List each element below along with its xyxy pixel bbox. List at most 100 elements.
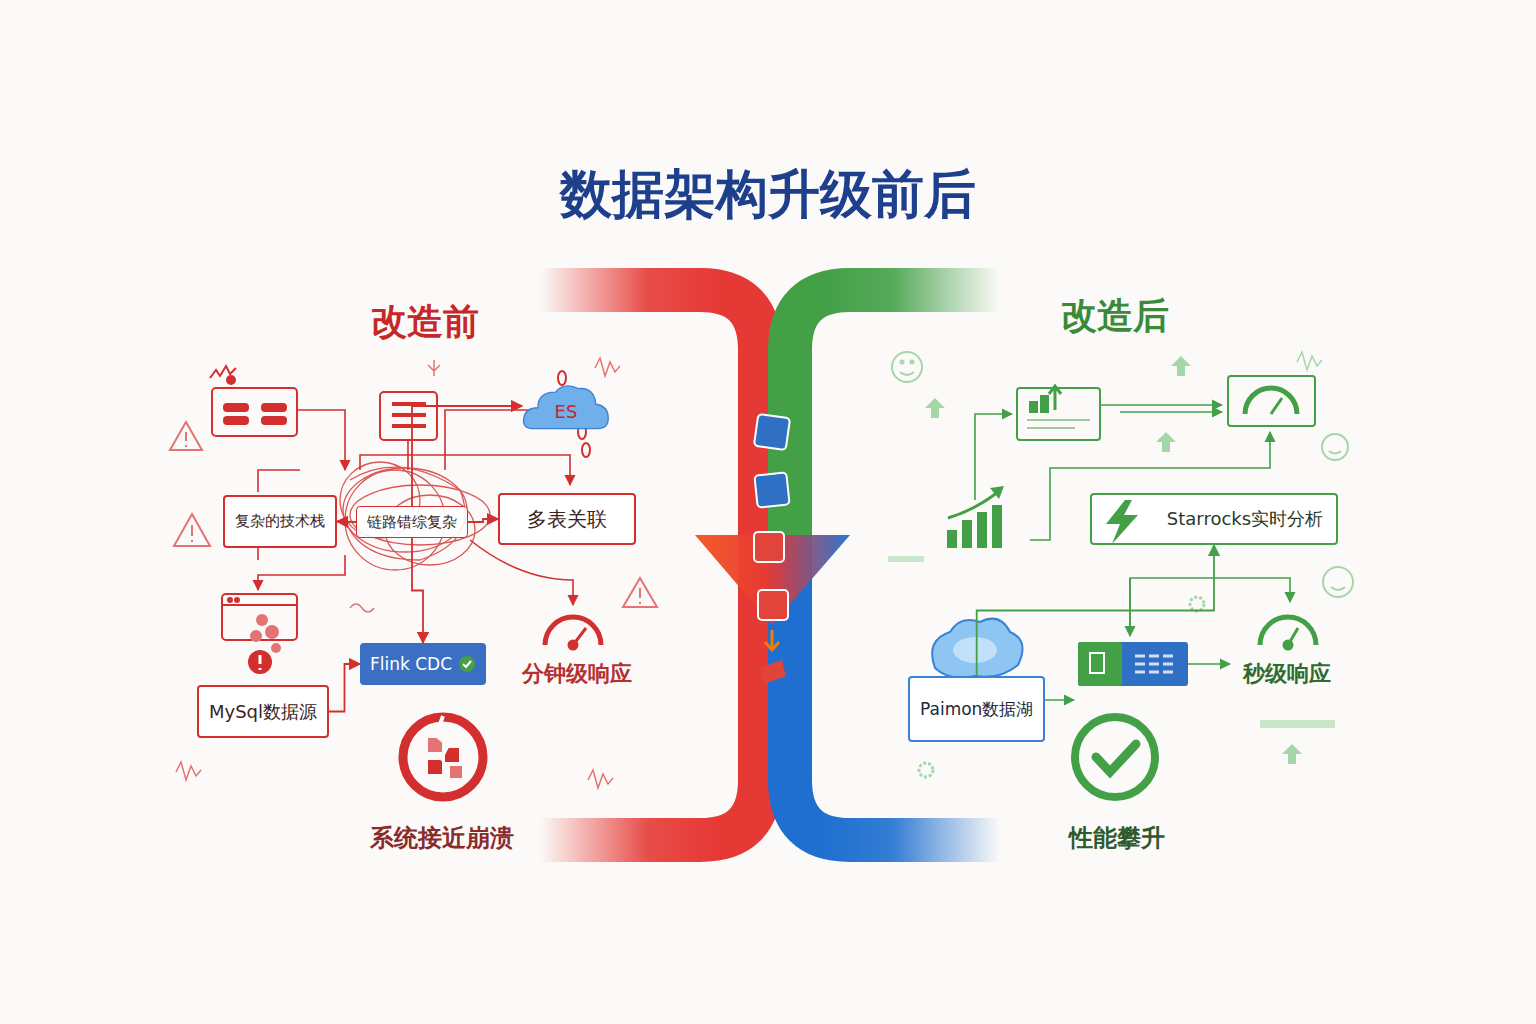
node-text: Paimon数据湖 xyxy=(920,698,1033,721)
gears xyxy=(1190,597,1204,611)
db-icon-box xyxy=(224,404,248,411)
node-text: 链路错综复杂 xyxy=(367,513,457,532)
warning-signs xyxy=(174,514,210,546)
chart-box xyxy=(1017,388,1100,440)
slow-gauge xyxy=(570,642,576,648)
up-arrows xyxy=(1156,432,1176,452)
gears xyxy=(919,352,1322,777)
tangle-wires xyxy=(470,540,573,605)
check-icon xyxy=(1096,744,1136,772)
check-badge xyxy=(458,655,476,673)
data-panel xyxy=(1090,653,1104,673)
db-icon-box xyxy=(210,366,297,436)
crash-icon xyxy=(428,760,442,774)
up-arrows xyxy=(1260,720,1335,728)
up-arrows xyxy=(925,398,945,418)
node-text: Flink CDC xyxy=(370,654,452,674)
bar-chart xyxy=(947,530,957,548)
tangle-wires xyxy=(258,470,300,492)
error-browser xyxy=(248,650,272,674)
node-text: Starrocks实时分析 xyxy=(1167,507,1323,531)
check-mark xyxy=(463,661,471,667)
trend-wires xyxy=(1100,404,1222,406)
db-icon-box xyxy=(227,376,235,384)
error-browser xyxy=(222,594,297,674)
lightning-bolt xyxy=(1106,500,1138,544)
gauge-box xyxy=(1228,376,1315,426)
tangle-box: 链路错综复杂 xyxy=(356,506,468,538)
bar-chart xyxy=(948,492,998,518)
smileys xyxy=(892,352,922,382)
after-band xyxy=(790,290,1000,540)
label-text: 改造后 xyxy=(1061,292,1169,341)
connector xyxy=(412,406,522,506)
es-chain xyxy=(582,443,590,457)
chart-box xyxy=(1041,396,1048,412)
connector xyxy=(412,538,423,643)
crash-icon xyxy=(436,716,448,760)
connector xyxy=(329,664,360,712)
data-cubes xyxy=(754,532,784,562)
trend-wires xyxy=(1129,578,1131,636)
data-panel xyxy=(1078,642,1188,686)
db-icon-box xyxy=(224,417,248,424)
label-text: 改造前 xyxy=(371,298,479,347)
up-arrows xyxy=(1171,356,1191,376)
noise-squiggles xyxy=(176,358,620,788)
warning-signs xyxy=(185,432,187,447)
bar-chart xyxy=(977,512,987,548)
trend-wires xyxy=(1040,699,1074,701)
noise-squiggles xyxy=(176,762,201,780)
node-text: ES xyxy=(555,401,578,422)
smileys xyxy=(1323,567,1353,597)
error-browser xyxy=(250,630,262,642)
warning-signs xyxy=(639,588,641,604)
data-cubes xyxy=(765,630,779,650)
bar-chart xyxy=(888,486,1004,562)
data-panel xyxy=(1078,642,1188,686)
gauge-box xyxy=(1228,376,1315,426)
node-text: MySql数据源 xyxy=(209,700,317,724)
join-box: 多表关联 xyxy=(498,493,636,545)
list-box xyxy=(380,392,437,440)
error-browser xyxy=(259,655,262,670)
trend-wires xyxy=(975,414,1012,500)
error-browser xyxy=(228,598,232,602)
smileys xyxy=(892,352,1353,597)
bar-chart xyxy=(990,486,1004,499)
node-text: 复杂的技术栈 xyxy=(235,512,325,531)
connector xyxy=(337,521,356,523)
fast-gauge xyxy=(1260,617,1316,648)
chart-box xyxy=(1030,402,1037,412)
up-arrows xyxy=(1282,744,1302,764)
crash-icon xyxy=(403,716,483,797)
smileys xyxy=(1329,451,1341,454)
flink-cdc-box: Flink CDC xyxy=(360,643,486,685)
label-text: 系统接近崩溃 xyxy=(370,822,514,854)
gauge-box xyxy=(1245,388,1297,414)
smileys xyxy=(900,372,914,375)
data-cubes xyxy=(760,660,786,684)
paimon-box: Paimon数据湖 xyxy=(908,676,1045,742)
crash-icon xyxy=(403,717,483,797)
data-cubes xyxy=(754,472,789,507)
list-box xyxy=(380,392,437,440)
fast-gauge xyxy=(1285,642,1291,648)
error-browser xyxy=(235,598,239,602)
trend-wires xyxy=(1120,411,1222,413)
warning-signs xyxy=(170,422,202,450)
data-cubes xyxy=(758,590,788,620)
tech-stack-box: 复杂的技术栈 xyxy=(223,495,337,548)
bar-chart xyxy=(992,505,1002,548)
noise-squiggles xyxy=(428,360,440,376)
data-panel xyxy=(1135,656,1175,672)
gears xyxy=(1297,352,1322,370)
label-text: 分钟级响应 xyxy=(522,659,632,689)
node-text: 多表关联 xyxy=(527,506,607,533)
tangle-wires xyxy=(258,555,345,590)
noise-squiggles xyxy=(588,770,613,788)
check-icon xyxy=(1075,717,1155,797)
es-chain xyxy=(558,371,566,385)
